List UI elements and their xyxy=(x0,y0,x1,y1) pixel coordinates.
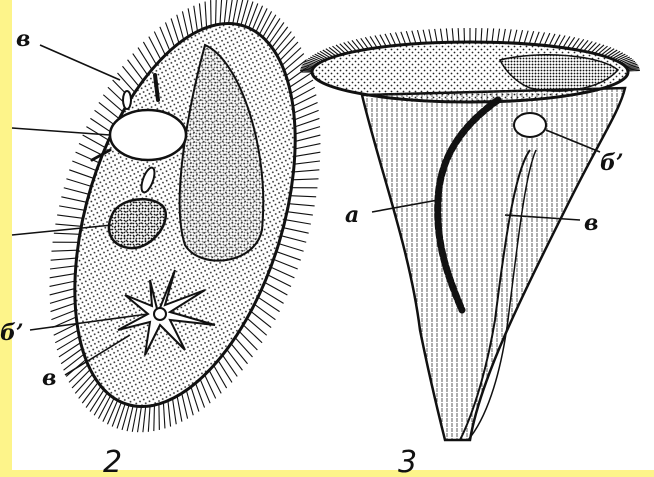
fig3-label-a: а xyxy=(345,202,359,228)
fig2-label-bottom-left-2: в xyxy=(42,365,56,391)
fig2-label-top-left: в xyxy=(16,26,30,52)
contractile-vacuole xyxy=(514,113,546,137)
fig3-label-c: в xyxy=(584,210,598,236)
figure-3-number: 3 xyxy=(398,445,417,477)
fig3-label-b: б’ xyxy=(600,150,624,176)
fig2-label-bottom-left-1: б’ xyxy=(0,320,24,346)
figure-2-number: 2 xyxy=(103,445,122,477)
contractile-vacuole-top xyxy=(110,110,186,160)
figure-2-paramecium xyxy=(12,0,337,433)
